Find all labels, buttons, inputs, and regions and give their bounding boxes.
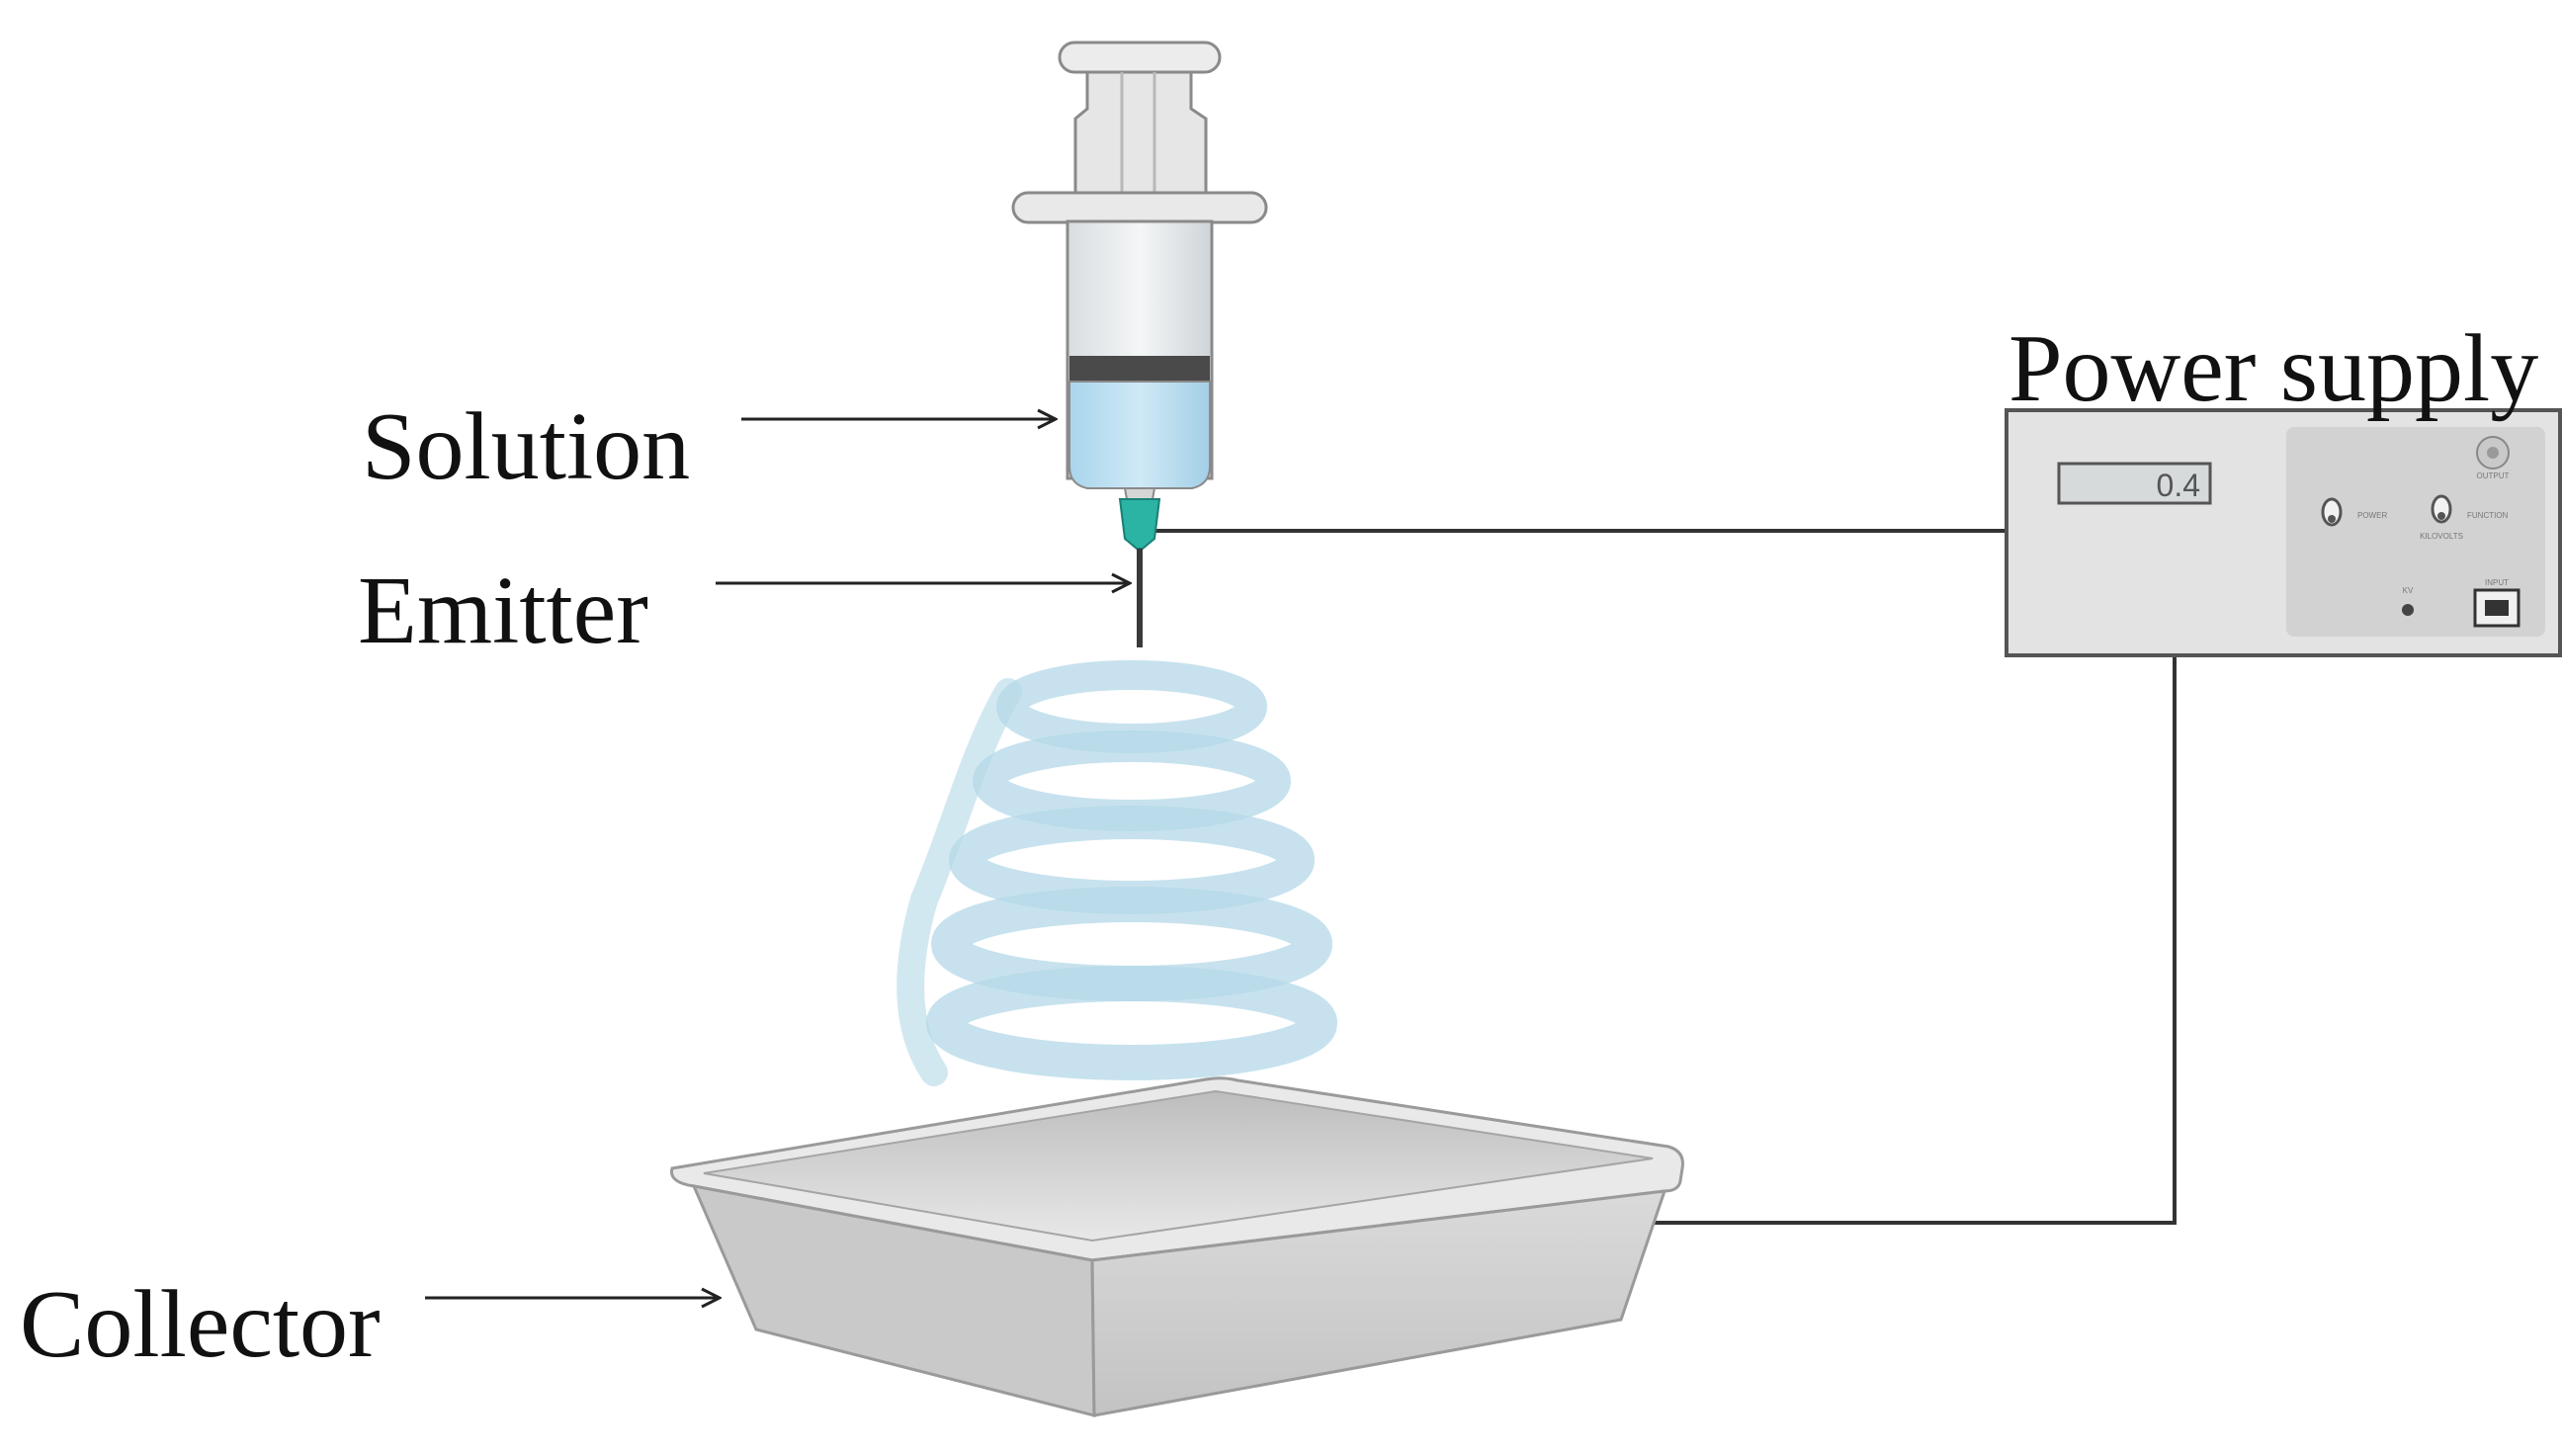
callouts: Solution Emitter Collector Power supply: [20, 315, 2538, 1378]
output-label: OUTPUT: [2477, 471, 2510, 480]
collector-tray: [669, 1076, 1684, 1417]
plunger-rod: [1073, 70, 1208, 205]
tray-basin: [703, 1089, 1654, 1242]
power-supply: 0.4 OUTPUT POWER FUNCTION KILOVOLTS KV I…: [2005, 408, 2562, 657]
label-power-supply: Power supply: [2008, 315, 2538, 422]
solution-liquid: [1068, 381, 1211, 489]
kv-indicator-light: [2402, 604, 2414, 616]
function-toggle-switch[interactable]: [2431, 494, 2452, 524]
plunger-seal: [1069, 356, 1210, 382]
wires: [1152, 529, 2177, 1225]
label-collector: Collector: [20, 1271, 381, 1378]
control-panel: [2286, 427, 2545, 637]
finger-flange: [1011, 191, 1268, 224]
emitter-needle: [1137, 549, 1143, 647]
kv-label: KV: [2403, 586, 2414, 595]
tray-right-face: [1090, 1189, 1667, 1417]
voltage-display: [2057, 462, 2212, 505]
power-toggle-switch[interactable]: [2321, 497, 2343, 527]
label-solution: Solution: [362, 393, 690, 500]
wire-power-supply-to-collector: [1636, 654, 2177, 1225]
kilovolts-label: KILOVOLTS: [2420, 532, 2463, 541]
voltage-display-value: 0.4: [2157, 468, 2200, 503]
spray-jet: [897, 660, 1337, 1086]
label-emitter: Emitter: [358, 557, 648, 664]
function-label: FUNCTION: [2467, 511, 2509, 520]
syringe: [1011, 41, 1268, 647]
power-label: POWER: [2357, 511, 2387, 520]
input-label: INPUT: [2485, 578, 2509, 587]
needle-hub: [1118, 498, 1161, 550]
plunger-cap: [1058, 41, 1222, 74]
